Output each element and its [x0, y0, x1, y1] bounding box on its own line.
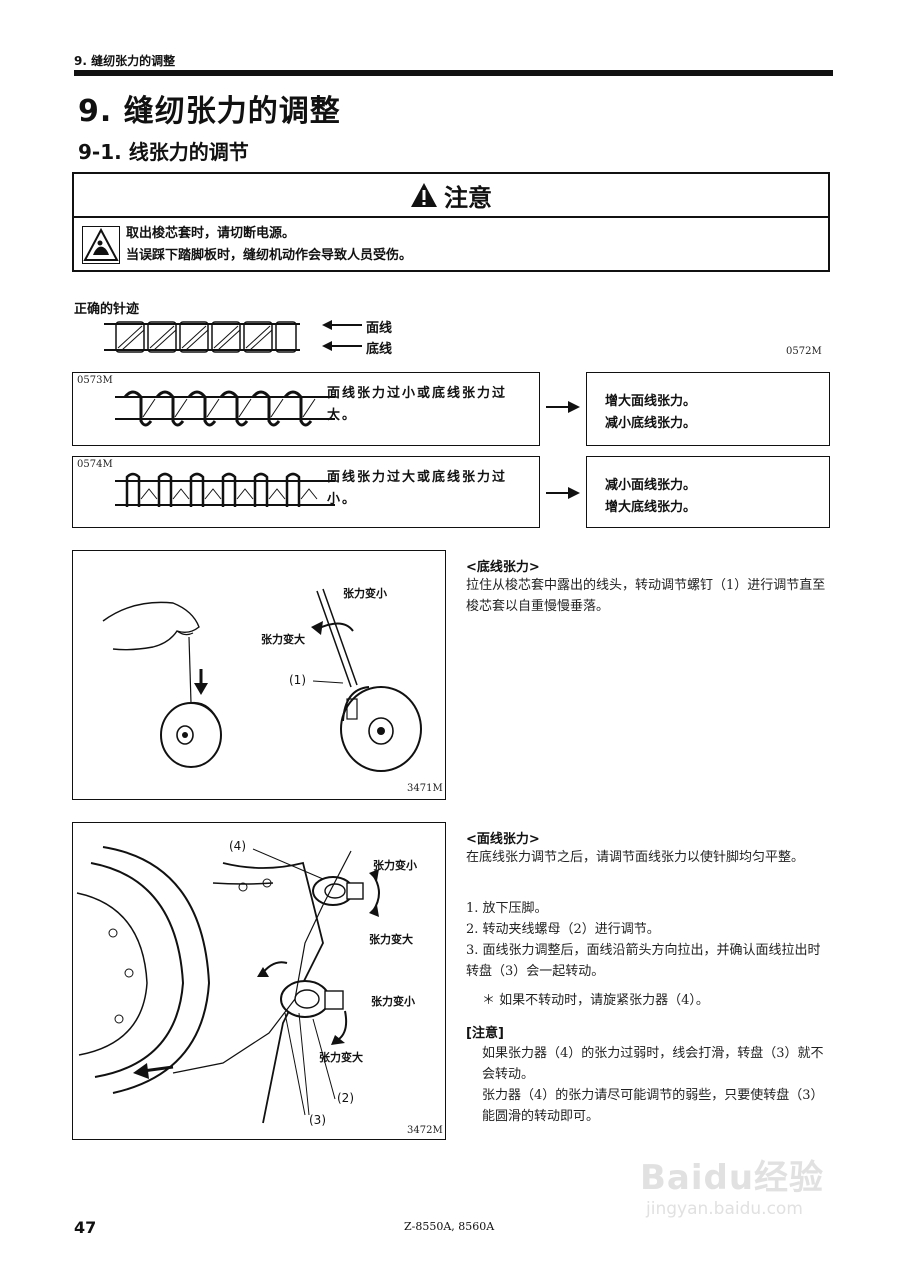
figure-code-0573M: 0573M: [77, 375, 113, 386]
figure-code-3472M: 3472M: [407, 1125, 443, 1136]
marker-4: (4): [229, 839, 246, 853]
bobbin-tension-increase-label: 张力变大: [261, 633, 305, 646]
bobbin-tension-figure: 张力变小 张力变大 (1) 3471M: [72, 550, 446, 800]
baidu-watermark: Baidu经验 jingyan.baidu.com: [640, 1150, 824, 1219]
upper-tension-heading: <面线张力>: [466, 832, 540, 847]
marker-2: (2): [337, 1091, 354, 1105]
case-1-remedy-line-2: 减小底线张力。: [605, 416, 697, 431]
case-1-description: 面线张力过小或底线张力过大。: [327, 386, 508, 423]
case-2-description: 面线张力过大或底线张力过小。: [327, 470, 508, 507]
case-2-remedy-line-2: 增大底线张力。: [605, 500, 697, 515]
caution-line-2: 当误踩下踏脚板时，缝纫机动作会导致人员受伤。: [126, 248, 413, 263]
page-number: 47: [74, 1218, 97, 1237]
bobbin-case-illustration: [102, 588, 422, 772]
note-heading: [注意]: [466, 1026, 504, 1041]
running-head: 9. 缝纫张力的调整: [74, 54, 176, 68]
upper-tension-figure: (4) 张力变小 张力变大 张力变小 张力变大 (2) (3) 3472M: [72, 822, 446, 1140]
lower-thread-label: 底线: [366, 342, 393, 357]
model-number: Z-8550A, 8560A: [404, 1220, 495, 1233]
upper-thread-label: 面线: [366, 321, 393, 336]
caution-header: 注意: [74, 174, 828, 218]
star-note: ＊ 如果不转动时，请旋紧张力器（4）。: [482, 993, 709, 1008]
marker-3: (3): [309, 1113, 326, 1127]
upper-tension-decrease-label-2: 张力变小: [371, 995, 415, 1008]
figure-code-3471M: 3471M: [407, 783, 443, 794]
correct-stitch-label: 正确的针迹: [74, 302, 140, 317]
step-3: 3. 面线张力调整后，面线沿箭头方向拉出，并确认面线拉出时转盘（3）会一起转动。: [466, 943, 821, 979]
page-title: 9. 缝纫张力的调整: [78, 94, 341, 129]
caution-line-1: 取出梭芯套时，请切断电源。: [126, 226, 296, 241]
marker-1: (1): [289, 673, 306, 687]
upper-tension-increase-label-1: 张力变大: [369, 933, 413, 946]
case-2-remedy-line-1: 减小面线张力。: [605, 478, 697, 493]
case-2-arrow-right-icon: [546, 487, 580, 499]
warning-triangle-icon: [411, 183, 437, 207]
caution-box: 注意 取出梭芯套时，请切断电源。 当误踩下踏脚板时，缝纫机动作会导致人员受伤。: [72, 172, 830, 272]
step-1: 1. 放下压脚。: [466, 901, 548, 916]
step-2: 2. 转动夹线螺母（2）进行调节。: [466, 922, 660, 937]
figure-code-0572M: 0572M: [786, 346, 822, 357]
section-subtitle: 9-1. 线张力的调节: [78, 140, 249, 164]
upper-tension-intro: 在底线张力调节之后，请调节面线张力以使针脚均匀平整。: [466, 850, 805, 865]
bobbin-tension-body: 拉住从梭芯套中露出的线头，转动调节螺钉（1）进行调节直至梭芯套以自重慢慢垂落。: [466, 578, 826, 614]
upper-tension-increase-label-2: 张力变大: [319, 1051, 363, 1064]
case-1-arrow-right-icon: [546, 401, 580, 413]
header-rule: [74, 70, 833, 76]
stitch-case-1: 0573M 面线张力过小或底线张力过大。: [72, 372, 540, 446]
bobbin-tension-heading: <底线张力>: [466, 560, 540, 575]
note-paragraph-2: 张力器（4）的张力请尽可能调节的弱些，只要使转盘（3）能圆滑的转动即可。: [482, 1088, 824, 1124]
thread-pointer-arrows: [322, 320, 362, 351]
note-paragraph-1: 如果张力器（4）的张力过弱时，线会打滑，转盘（3）就不会转动。: [482, 1046, 824, 1082]
upper-tension-decrease-label-1: 张力变小: [373, 859, 417, 872]
bobbin-tension-decrease-label: 张力变小: [343, 587, 387, 600]
watermark-url: jingyan.baidu.com: [646, 1199, 803, 1219]
caution-title: 注意: [444, 183, 492, 212]
hand-pinch-hazard-icon: [82, 226, 120, 264]
case-2-remedy: 减小面线张力。 增大底线张力。: [586, 456, 830, 528]
case-1-remedy: 增大面线张力。 减小底线张力。: [586, 372, 830, 446]
tight-upper-stitch-illustration: [115, 472, 335, 507]
figure-code-0574M: 0574M: [77, 459, 113, 470]
loose-upper-stitch-illustration: [115, 390, 335, 427]
correct-stitch-illustration: [104, 321, 300, 353]
watermark-brand: Baidu经验: [640, 1158, 825, 1198]
tension-assembly-illustration: [76, 846, 380, 1124]
stitch-case-2: 0574M 面线张力过大或底线张力过小。: [72, 456, 540, 528]
case-1-remedy-line-1: 增大面线张力。: [605, 394, 697, 409]
